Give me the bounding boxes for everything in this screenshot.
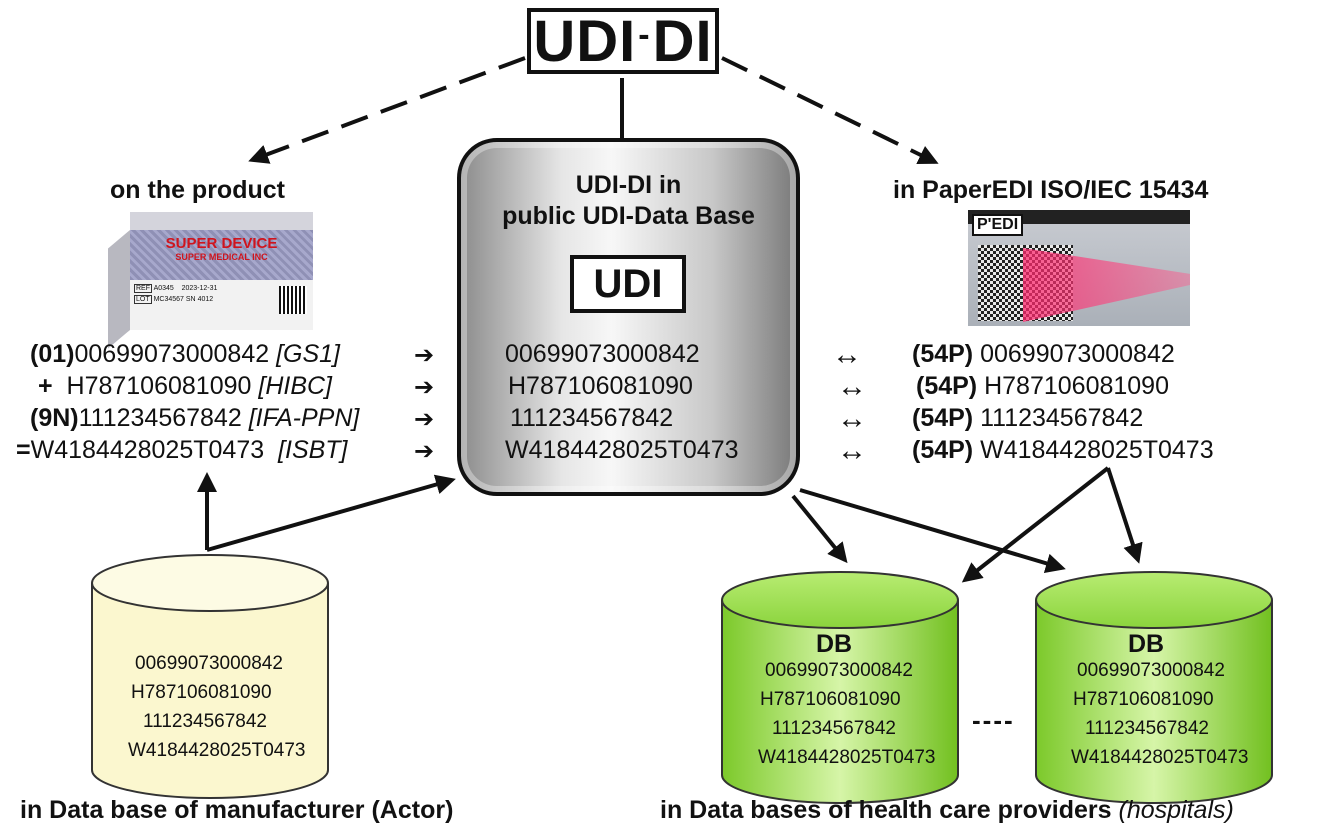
right-row-1: (54P) 00699073000842 [912, 340, 1175, 369]
center-code-isbt: W4184428025T0473 [505, 436, 739, 464]
row2-right-arrow: ➔ [414, 374, 435, 401]
left-row-isbt: =W4184428025T0473 [ISBT] [16, 436, 348, 465]
row3-both-arrow: ↔ [837, 402, 867, 435]
center-title-line1: UDI-DI in [575, 171, 682, 199]
right-prefix-2: (54P) [916, 372, 978, 400]
product-maker: SUPER MEDICAL INC [175, 252, 268, 262]
udi-di-title: UDI-DI [527, 8, 719, 74]
center-db-title: UDI-DI in public UDI-Data Base [457, 170, 800, 232]
mfr-db-value-3: 111234567842 [143, 711, 267, 732]
row1-right-arrow: ➔ [414, 342, 435, 369]
arrow-center-to-db2 [799, 488, 1066, 574]
sn-value: 4012 [197, 296, 214, 303]
public-udi-database [457, 138, 800, 496]
center-code-hibc: H787106081090 [508, 372, 693, 400]
expiry-date: 2023-12-31 [181, 285, 218, 292]
hosp2-value-4: W4184428025T0473 [1071, 747, 1249, 768]
product-barcode [279, 286, 307, 314]
ifa-prefix: (9N) [30, 404, 79, 432]
left-row-gs1: (01)00699073000842 [GS1] [30, 340, 340, 369]
ref-value: A0345 [153, 285, 174, 292]
hosp2-value-2: H787106081090 [1073, 689, 1214, 710]
ifa-code: 111234567842 [78, 404, 242, 432]
hospital-db-2-title: DB [1128, 630, 1165, 658]
isbt-prefix: = [16, 436, 31, 464]
title-udi: UDI [533, 8, 637, 74]
row4-both-arrow: ↔ [837, 434, 867, 467]
hospital-caption-text: in Data bases of health care providers [660, 796, 1112, 824]
row4-right-arrow: ➔ [414, 438, 435, 465]
manufacturer-db-cylinder [91, 554, 329, 799]
arrow-mfr-to-center [206, 474, 456, 552]
isbt-tag: [ISBT] [278, 436, 348, 464]
lot-label: LOT [134, 295, 152, 304]
hibc-prefix: + [38, 372, 53, 400]
right-code-1: 00699073000842 [980, 340, 1175, 368]
right-row-3: (54P) 111234567842 [912, 404, 1143, 433]
gs1-prefix: (01) [30, 340, 75, 368]
on-product-heading: on the product [110, 176, 285, 204]
mfr-db-value-2: H787106081090 [131, 682, 272, 703]
hosp1-value-2: H787106081090 [760, 689, 901, 710]
gs1-code: 00699073000842 [74, 340, 270, 368]
dashed-arrow-to-product [248, 56, 526, 164]
hosp1-value-1: 00699073000842 [765, 660, 913, 681]
hosp2-value-3: 111234567842 [1085, 718, 1209, 739]
udi-badge: UDI [570, 255, 686, 313]
center-code-ifa: 111234567842 [510, 404, 674, 432]
right-code-3: 111234567842 [980, 404, 1144, 432]
hibc-tag: [HIBC] [258, 372, 332, 400]
center-code-gs1: 00699073000842 [505, 340, 700, 368]
product-brand: SUPER DEVICE [165, 235, 278, 252]
right-code-2: H787106081090 [984, 372, 1169, 400]
hibc-code: H787106081090 [66, 372, 252, 400]
hospital-db-2-cylinder [1035, 571, 1273, 804]
left-row-ifa: (9N)111234567842 [IFA-PPN] [30, 404, 359, 433]
center-title-line2: public UDI-Data Base [502, 202, 755, 230]
right-code-4: W4184428025T0473 [980, 436, 1214, 464]
hospital-db-caption: in Data bases of health care providers (… [660, 796, 1234, 825]
paperedi-label: P'EDI [972, 214, 1024, 236]
hospital-db-1-cylinder [721, 571, 959, 804]
lot-value: MC34567 [153, 296, 184, 303]
right-row-2: (54P) H787106081090 [916, 372, 1169, 401]
hospital-caption-note: (hospitals) [1118, 796, 1234, 824]
product-box-image: SUPER DEVICE SUPER MEDICAL INC REF A0345… [108, 212, 313, 349]
right-prefix-3: (54P) [912, 404, 974, 432]
row3-right-arrow: ➔ [414, 406, 435, 433]
title-di: DI [652, 8, 713, 74]
mfr-db-value-1: 00699073000842 [135, 653, 283, 674]
right-row-4: (54P) W4184428025T0473 [912, 436, 1214, 465]
sn-label: SN [185, 296, 196, 303]
manufacturer-db-caption: in Data base of manufacturer (Actor) [20, 796, 454, 824]
arrow-center-to-db1 [791, 494, 848, 564]
right-prefix-1: (54P) [912, 340, 974, 368]
ifa-tag: [IFA-PPN] [248, 404, 360, 432]
hosp1-value-3: 111234567842 [772, 718, 896, 739]
paperedi-heading: in PaperEDI ISO/IEC 15434 [893, 176, 1209, 204]
hosp1-value-4: W4184428025T0473 [758, 747, 936, 768]
hospital-db-1-title: DB [816, 630, 853, 658]
mfr-db-value-4: W4184428025T0473 [128, 740, 306, 761]
gs1-tag: [GS1] [276, 340, 340, 368]
left-row-hibc: + H787106081090 [HIBC] [38, 372, 332, 401]
arrow-54p-to-db1 [961, 466, 1110, 583]
paperedi-image: P'EDI [968, 210, 1190, 326]
title-separator: - [638, 15, 651, 54]
hosp2-value-1: 00699073000842 [1077, 660, 1225, 681]
ref-label: REF [134, 284, 152, 293]
laser-beam [1023, 248, 1190, 322]
isbt-code: W4184428025T0473 [30, 436, 265, 464]
row2-both-arrow: ↔ [837, 370, 867, 403]
right-prefix-4: (54P) [912, 436, 974, 464]
row1-both-arrow: ↔ [832, 338, 862, 371]
more-databases-ellipsis: ---- [972, 705, 1015, 735]
arrow-54p-to-db2 [1106, 467, 1143, 564]
